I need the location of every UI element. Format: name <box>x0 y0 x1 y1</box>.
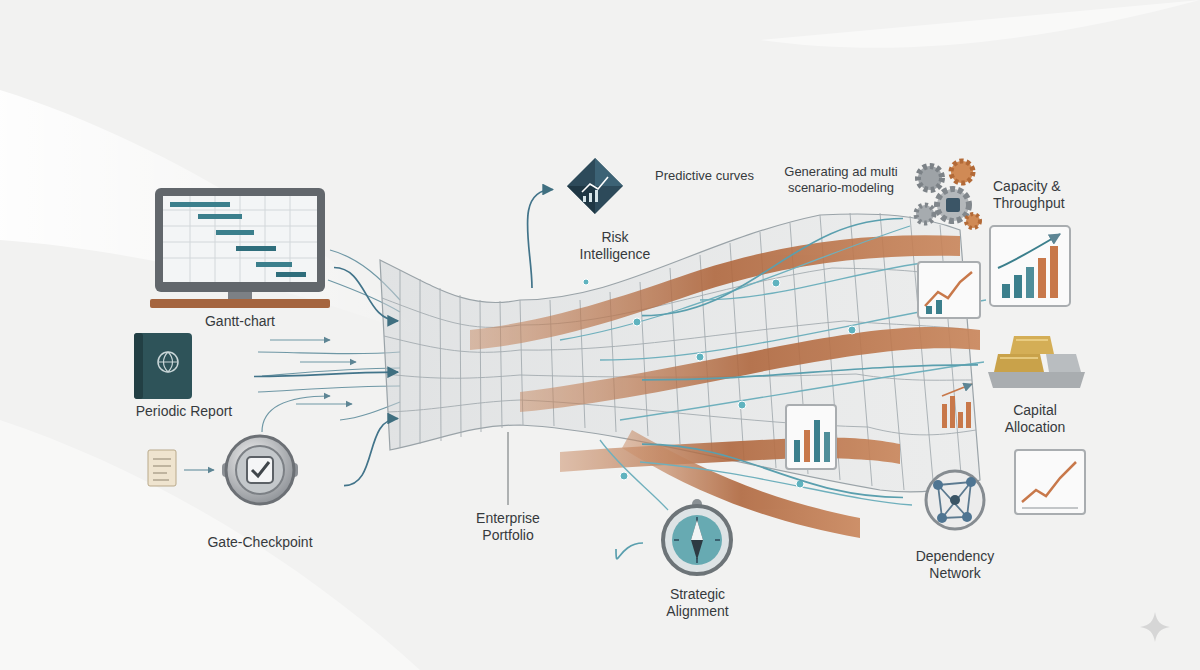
document-icon <box>148 450 176 486</box>
flow-connector <box>642 365 978 380</box>
background-swoosh <box>0 90 430 340</box>
node-label: Capital Allocation <box>990 402 1080 436</box>
data-dots <box>583 279 856 488</box>
flow-connector <box>334 268 398 321</box>
flow-connector <box>616 543 643 559</box>
flow-connector <box>344 419 398 486</box>
flow-connector <box>254 372 398 376</box>
background-swoosh <box>0 420 420 670</box>
strategic-node: Strategic Alignment <box>645 500 750 623</box>
monitor-icon <box>150 188 330 308</box>
sparkle-watermark <box>1140 612 1170 642</box>
mesh-grid <box>382 213 976 492</box>
annotation-label: Generating ad multi scenario-modeling <box>778 164 904 195</box>
gears-icon <box>916 161 980 228</box>
node-label: Strategic Alignment <box>650 586 745 620</box>
copper-ribbons <box>470 235 980 538</box>
capital-node: Capital Allocation <box>980 325 1090 439</box>
node-label: Enterprise Portfolio <box>463 510 553 544</box>
gold-bars-icon <box>988 336 1085 388</box>
dependency-node: Dependency Network <box>905 460 1007 585</box>
node-label: Gate-Checkpoint <box>180 534 340 551</box>
node-label: Capacity & Throughput <box>993 178 1093 212</box>
node-label: Gantt-chart <box>150 313 330 330</box>
node-label: Risk Intelligence <box>570 229 660 263</box>
capacity-node: Capacity & Throughput <box>905 160 1095 238</box>
data-curves <box>560 226 986 510</box>
risk-diamond-icon <box>567 158 623 214</box>
node-label: Dependency Network <box>905 548 1005 582</box>
flow-connector <box>642 444 903 497</box>
flow-connector <box>642 219 903 316</box>
portfolio-mesh-node: Enterprise Portfolio <box>400 290 640 547</box>
background-swoosh <box>760 0 1200 48</box>
flow-connector <box>527 190 553 289</box>
monitor-node: Gantt-chart <box>150 185 332 335</box>
compass-icon <box>663 499 731 574</box>
gate-node: Gate-Checkpoint <box>180 428 342 556</box>
node-label: Periodic Report <box>118 403 250 420</box>
leader-line <box>508 432 509 505</box>
portfolio-mesh <box>380 214 980 492</box>
network-icon <box>926 471 984 529</box>
report-node: Periodic Report <box>118 330 252 423</box>
annotation-label: Predictive curves <box>655 168 775 184</box>
chart-frame-icons <box>786 226 1085 514</box>
gate-badge-icon <box>222 436 298 504</box>
report-book-icon <box>134 333 192 399</box>
